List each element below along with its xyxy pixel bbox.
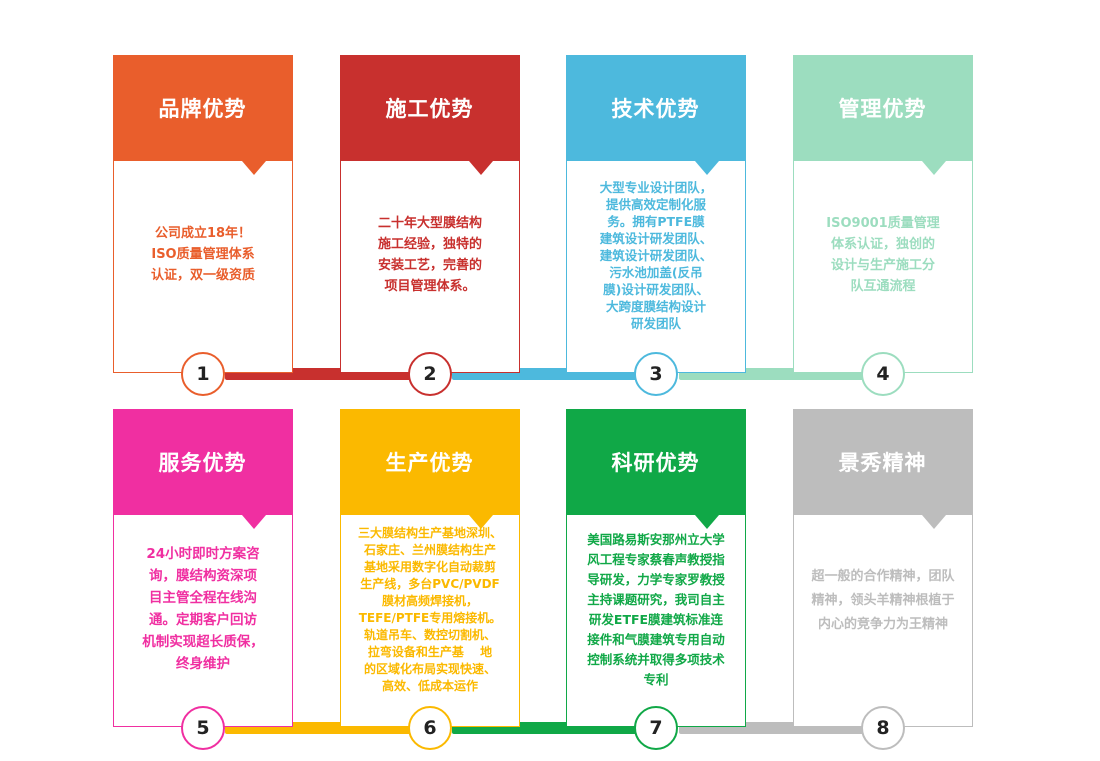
- header-arrow: [694, 160, 719, 175]
- card-title: 服务优势: [158, 450, 247, 475]
- card-research-advantage: 科研优势 美国路易斯安那州立大学 风工程专家蔡春声教授指 导研发，力学专家罗教授…: [565, 408, 746, 727]
- header-arrow: [694, 514, 719, 529]
- card-brand-advantage: 品牌优势 公司成立18年！ ISO质量管理体系 认证，双一级资质: [112, 54, 293, 373]
- card-header: 科研优势: [565, 408, 746, 529]
- card-header: 管理优势: [792, 54, 973, 175]
- card-header: 景秀精神: [792, 408, 973, 529]
- card-description: 超一般的合作精神，团队 精神，领头羊精神根植于 内心的竞争力为王精神: [811, 568, 955, 632]
- card-title: 科研优势: [611, 450, 700, 475]
- card-title: 管理优势: [838, 96, 927, 121]
- step-number-2: 2: [408, 352, 452, 396]
- header-arrow: [468, 514, 493, 529]
- card-construction-advantage: 施工优势 二十年大型膜结构 施工经验，独特的 安装工艺，完善的 项目管理体系。: [339, 54, 520, 373]
- card-header: 技术优势: [565, 54, 746, 175]
- card-production-advantage: 生产优势 三大膜结构生产基地深圳、 石家庄、兰州膜结构生产 基地采用数字化自动裁…: [339, 408, 520, 727]
- card-header: 服务优势: [112, 408, 293, 529]
- card-description: ISO9001质量管理 体系认证，独创的 设计与生产施工分 队互通流程: [826, 215, 940, 294]
- header-arrow: [468, 160, 493, 175]
- step-number-3: 3: [634, 352, 678, 396]
- card-title: 技术优势: [611, 96, 700, 121]
- card-description: 大型专业设计团队， 提供高效定制化服 务。拥有PTFE膜 建筑设计研发团队、 建…: [599, 180, 713, 331]
- step-number-5: 5: [181, 706, 225, 750]
- card-technology-advantage: 技术优势 大型专业设计团队， 提供高效定制化服 务。拥有PTFE膜 建筑设计研发…: [565, 54, 746, 373]
- card-description: 公司成立18年！ ISO质量管理体系 认证，双一级资质: [150, 226, 255, 283]
- card-header: 施工优势: [339, 54, 520, 175]
- card-management-advantage: 管理优势 ISO9001质量管理 体系认证，独创的 设计与生产施工分 队互通流程: [792, 54, 973, 373]
- card-title: 景秀精神: [838, 450, 927, 475]
- card-title: 生产优势: [385, 450, 474, 475]
- card-description: 美国路易斯安那州立大学 风工程专家蔡春声教授指 导研发，力学专家罗教授 主持课题…: [587, 531, 725, 687]
- step-number-8: 8: [861, 706, 905, 750]
- card-header: 品牌优势: [112, 54, 293, 175]
- header-arrow: [241, 160, 266, 175]
- card-description: 二十年大型膜结构 施工经验，独特的 安装工艺，完善的 项目管理体系。: [377, 215, 482, 294]
- card-description: 三大膜结构生产基地深圳、 石家庄、兰州膜结构生产 基地采用数字化自动裁剪 生产线…: [357, 525, 502, 693]
- header-arrow: [921, 160, 946, 175]
- card-header: 生产优势: [339, 408, 520, 529]
- step-number-6: 6: [408, 706, 452, 750]
- card-service-advantage: 服务优势 24小时即时方案咨 询，膜结构资深项 目主管全程在线沟 通。定期客户回…: [112, 408, 293, 727]
- card-title: 品牌优势: [158, 96, 247, 121]
- card-title: 施工优势: [385, 96, 474, 121]
- step-number-1: 1: [181, 352, 225, 396]
- header-arrow: [241, 514, 266, 529]
- card-jingxiu-spirit: 景秀精神 超一般的合作精神，团队 精神，领头羊精神根植于 内心的竞争力为王精神: [792, 408, 973, 727]
- header-arrow: [921, 514, 946, 529]
- step-number-7: 7: [634, 706, 678, 750]
- card-description: 24小时即时方案咨 询，膜结构资深项 目主管全程在线沟 通。定期客户回访 机制实…: [142, 545, 264, 672]
- step-number-4: 4: [861, 352, 905, 396]
